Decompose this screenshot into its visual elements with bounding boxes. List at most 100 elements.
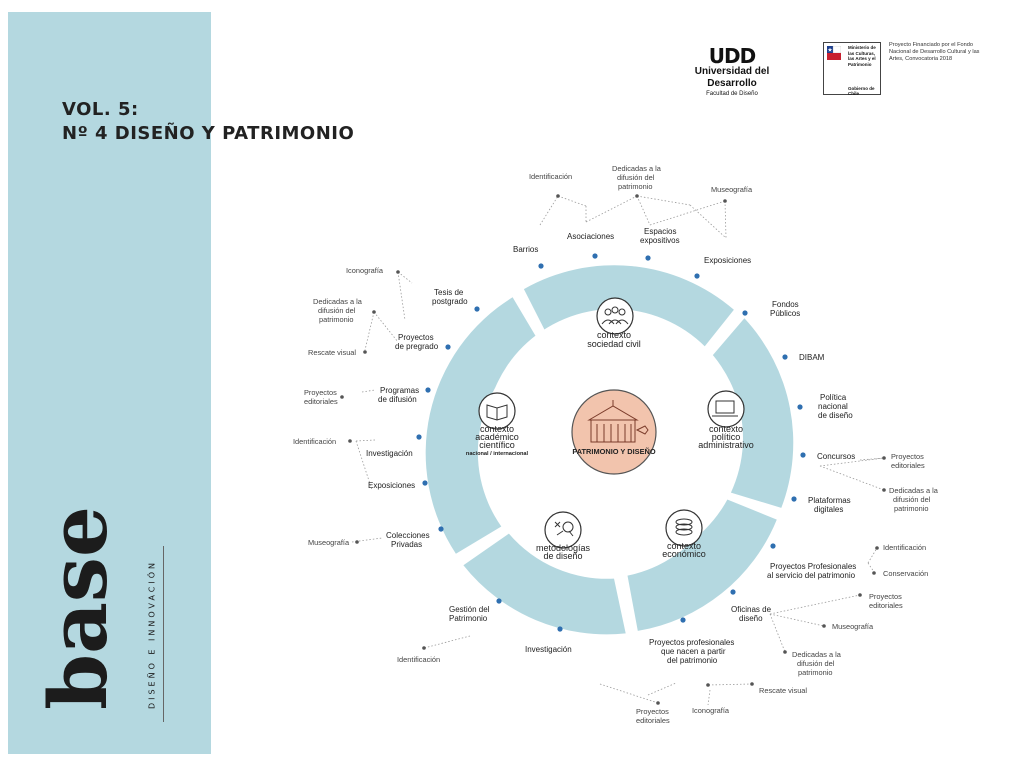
leaf-dedicadas-br-l2: difusión del <box>797 659 835 668</box>
leaf-rescate-visual-left: Rescate visual <box>308 348 356 357</box>
node-pp-servicio-l1: Proyectos Profesionales <box>770 562 856 571</box>
leaf-dots <box>340 194 886 705</box>
brand-divider <box>163 546 164 722</box>
node-barrios: Barrios <box>513 245 538 254</box>
node-exposiciones-left: Exposiciones <box>368 481 415 490</box>
node-dot <box>438 526 444 532</box>
leaf-pe-r2-l2: editoriales <box>869 601 903 610</box>
ctx-academico-l2: académico <box>475 432 519 442</box>
leaf-pe-left-l1: Proyectos <box>304 388 337 397</box>
udd-faculty: Facultad de Diseño <box>706 91 758 97</box>
node-dot <box>557 626 563 632</box>
leaf-rescate-visual-right: Rescate visual <box>759 686 807 695</box>
people-icon <box>596 297 634 335</box>
leaf-museografia-right: Museografía <box>832 622 874 631</box>
node-dot <box>538 263 544 269</box>
node-programas-l2: de difusión <box>378 395 417 404</box>
leaf-pe-r2-l1: Proyectos <box>869 592 902 601</box>
leaf-pe-bottom-l1: Proyectos <box>636 707 669 716</box>
node-exposiciones-top: Exposiciones <box>704 256 751 265</box>
node-dot <box>800 452 806 458</box>
ctx-academico-l1: contexto <box>480 424 514 434</box>
center-circle <box>571 389 657 475</box>
node-concursos: Concursos <box>817 452 855 461</box>
node-tesis-l1: Tesis de <box>434 288 464 297</box>
ctx-civil-l2: sociedad civil <box>587 339 641 349</box>
ctx-politico-l1: contexto <box>709 424 743 434</box>
leaf-dedicadas-right-l2: difusión del <box>893 495 931 504</box>
leaf-dedicadas-left-l2: difusión del <box>318 306 356 315</box>
ctx-economico-l1: contexto <box>667 541 701 551</box>
leaf-identificacion-bl: Identificación <box>397 655 440 664</box>
node-espacios-l1: Espacios <box>644 227 676 236</box>
ctx-metodologias-l2: de diseño <box>543 551 582 561</box>
leaf-identificacion-left: Identificación <box>293 437 336 446</box>
node-dot <box>730 589 736 595</box>
node-oficinas-l2: diseño <box>739 614 763 623</box>
chile-shield-icon <box>827 46 841 60</box>
connector-lines <box>351 195 885 706</box>
node-dot <box>680 617 686 623</box>
project-funding-note: Proyecto Financiado por el Fondo Naciona… <box>889 42 980 62</box>
leaf-dedicadas-top-l3: patrimonio <box>618 182 653 191</box>
node-dot <box>416 434 422 440</box>
udd-logo: UDD Universidad del Desarrollo Facultad … <box>672 44 792 97</box>
node-tesis-l2: postgrado <box>432 297 468 306</box>
node-dot <box>770 543 776 549</box>
node-pp-nacen-l1: Proyectos profesionales <box>649 638 734 647</box>
leaf-dedicadas-left-l3: patrimonio <box>319 315 354 324</box>
leaf-dedicadas-right-l3: patrimonio <box>894 504 929 513</box>
node-asociaciones: Asociaciones <box>567 232 614 241</box>
node-investigacion-bottom: Investigación <box>525 645 572 654</box>
ctx-economico-l2: económico <box>662 549 706 559</box>
node-dibam: DIBAM <box>799 353 825 362</box>
leaf-conservacion: Conservación <box>883 569 928 578</box>
node-pp-servicio-l2: al servicio del patrimonio <box>767 571 856 580</box>
node-plataformas-l1: Plataformas <box>808 496 851 505</box>
node-dot <box>645 255 651 261</box>
node-pp-nacen-l3: del patrimonio <box>667 656 718 665</box>
leaf-dedicadas-br-l1: Dedicadas a la <box>792 650 842 659</box>
leaf-identificacion-top: Identificación <box>529 172 572 181</box>
ctx-civil-l1: contexto <box>597 330 631 340</box>
node-politica-l1: Política <box>820 393 847 402</box>
node-pp-nacen-l2: que nacen a partir <box>661 647 726 656</box>
node-pp-pregrado-l2: de pregrado <box>395 342 439 351</box>
leaf-identificacion-right: Identificación <box>883 543 926 552</box>
leaf-dedicadas-top-l1: Dedicadas a la <box>612 164 662 173</box>
node-programas-l1: Programas <box>380 386 419 395</box>
udd-mark: UDD <box>708 44 756 68</box>
leaf-dedicadas-right-l1: Dedicadas a la <box>889 486 939 495</box>
node-pp-pregrado-l1: Proyectos <box>398 333 434 342</box>
coins-icon <box>665 509 703 547</box>
node-fondos-l1: Fondos <box>772 300 799 309</box>
ctx-politico-l2: político <box>712 432 741 442</box>
leaf-iconografia-left: Iconografía <box>346 266 384 275</box>
node-gestion-l2: Patrimonio <box>449 614 488 623</box>
node-dot <box>797 404 803 410</box>
center-label: PATRIMONIO Y DISEÑO <box>572 447 655 456</box>
node-colecciones-l2: Privadas <box>391 540 422 549</box>
computer-icon <box>707 390 745 428</box>
ministry-name: Ministerio de las Culturas, las Artes y … <box>848 45 876 67</box>
leaf-museografia-left: Museografía <box>308 538 350 547</box>
issue-volume: VOL. 5: <box>62 99 139 120</box>
leaf-iconografia-bottom: Iconografía <box>692 706 730 715</box>
node-investigacion-left: Investigación <box>366 449 413 458</box>
leaf-pe-bottom-l2: editoriales <box>636 716 670 725</box>
leaf-museografia-top: Museografía <box>711 185 753 194</box>
node-oficinas-l1: Oficinas de <box>731 605 772 614</box>
udd-name: Universidad del Desarrollo <box>694 66 770 89</box>
ctx-academico-sub: nacional / internacional <box>466 451 529 457</box>
node-plataformas-l2: digitales <box>814 505 843 514</box>
node-dot <box>474 306 480 312</box>
node-espacios-l2: expositivos <box>640 236 680 245</box>
node-gestion-l1: Gestión del <box>449 605 490 614</box>
ministry-logo: Ministerio de las Culturas, las Artes y … <box>823 42 881 96</box>
leaf-pe-right-l1: Proyectos <box>891 452 924 461</box>
node-politica-l2: nacional <box>818 402 848 411</box>
node-dot <box>422 480 428 486</box>
leaf-dedicadas-left-l1: Dedicadas a la <box>313 297 363 306</box>
node-colecciones-l1: Colecciones <box>386 531 430 540</box>
